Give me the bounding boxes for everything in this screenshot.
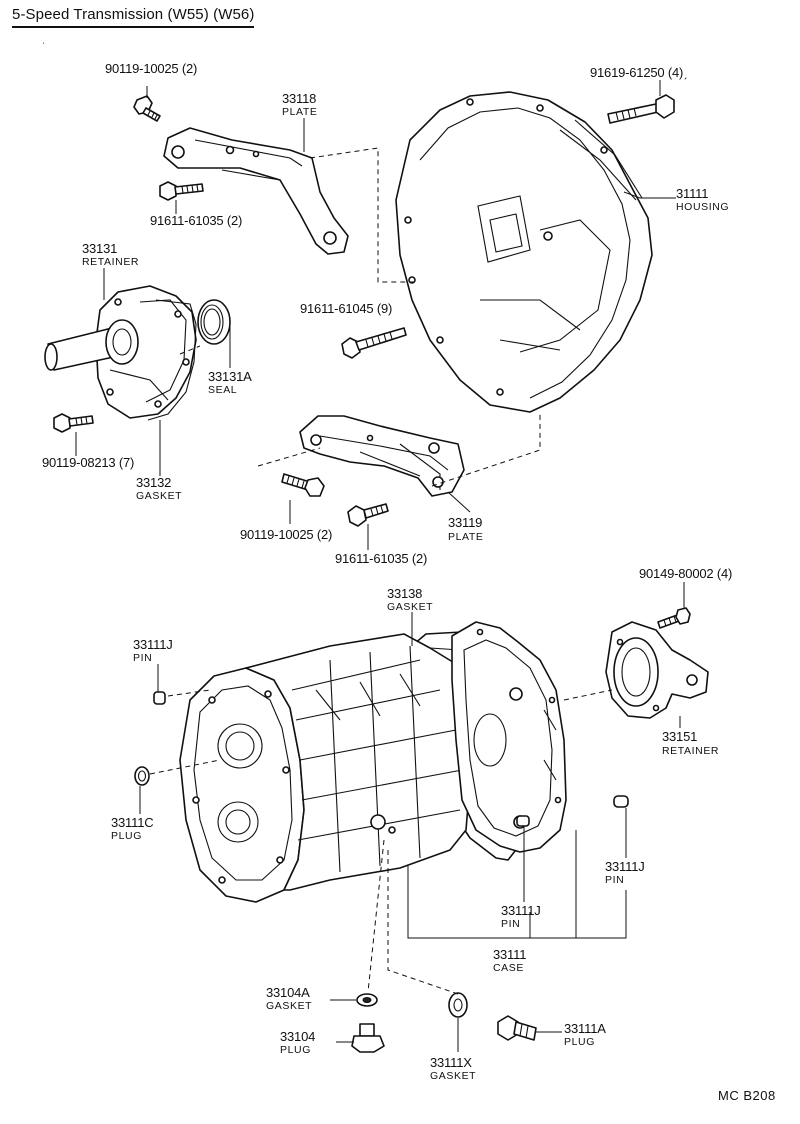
bolt-91611-61035-upper[interactable] [159, 181, 204, 201]
part-number-label: 91619-61250 (4)ˏ [590, 65, 688, 80]
part-number-label: 33132 [136, 475, 172, 490]
title-tick-mark: ˌ [42, 34, 46, 45]
part-name-label: CASE [493, 962, 524, 974]
part-number-label: 33138 [387, 586, 423, 601]
page-title: 5-Speed Transmission (W55) (W56) [12, 6, 255, 28]
part-number-label: 33111J [133, 637, 173, 652]
part-name-label: PLATE [448, 531, 484, 543]
part-number-label: 33151 [662, 729, 698, 744]
part-number-label: 33104A [266, 985, 310, 1000]
part-name-label: PLUG [280, 1044, 311, 1056]
part-name-label: PIN [133, 652, 153, 664]
pin-33111J-middle[interactable] [516, 815, 530, 827]
gasket-33111X[interactable] [448, 992, 468, 1018]
part-name-label: PLUG [564, 1036, 595, 1048]
plug-33104[interactable] [351, 1023, 385, 1053]
part-name-label: HOUSING [676, 201, 730, 213]
part-name-label: PLUG [111, 830, 142, 842]
part-number-label: 33119 [448, 515, 483, 530]
part-number-label: 31111 [676, 186, 709, 201]
part-number-label: 91611-61045 (9) [300, 301, 393, 316]
leader-lines [75, 80, 685, 1052]
case-33111[interactable] [179, 621, 567, 903]
gasket-33132[interactable] [147, 299, 197, 421]
part-number-label: 33131A [208, 369, 252, 384]
plate-33118[interactable] [163, 127, 349, 255]
part-number-label: 33111 [493, 947, 527, 962]
bolt-91619-61250[interactable] [607, 94, 675, 124]
housing-31111[interactable] [395, 91, 653, 413]
part-name-label: GASKET [136, 490, 183, 502]
part-number-label: 33111J [501, 903, 541, 918]
part-name-label: SEAL [208, 384, 238, 396]
part-name-label: GASKET [266, 1000, 313, 1012]
part-name-label: RETAINER [662, 745, 720, 757]
part-number-label: 33111C [111, 815, 154, 830]
part-number-label: 33104 [280, 1029, 316, 1044]
part-number-label: 33111J [605, 859, 645, 874]
bolt-90149-80002[interactable] [657, 607, 691, 629]
part-number-label: 33111A [564, 1021, 606, 1036]
pin-33111J-right[interactable] [613, 795, 629, 808]
plate-33119[interactable] [299, 415, 465, 497]
bolt-90119-10025-lower[interactable] [281, 473, 325, 497]
retainer-33131[interactable] [44, 285, 197, 419]
part-number-label: 90149-80002 (4) [639, 566, 733, 581]
plug-33111A[interactable] [497, 1015, 537, 1041]
alignment-lines [149, 147, 613, 995]
gasket-33104A[interactable] [356, 993, 378, 1007]
plug-33111C[interactable] [134, 766, 150, 786]
part-number-label: 33131 [82, 241, 118, 256]
retainer-33151[interactable] [605, 621, 709, 719]
part-name-label: GASKET [430, 1070, 477, 1082]
diagram-code: MC B208 [718, 1088, 776, 1103]
seal-33131A[interactable] [197, 299, 231, 345]
part-number-label: 90119-10025 (2) [240, 527, 333, 542]
part-name-label: PLATE [282, 106, 318, 118]
part-number-label: 33111X [430, 1055, 472, 1070]
part-number-label: 91611-61035 (2) [335, 551, 428, 566]
bolt-90119-08213[interactable] [53, 413, 94, 433]
part-name-label: GASKET [387, 601, 434, 613]
part-number-label: 33118 [282, 91, 317, 106]
part-name-label: PIN [501, 918, 521, 930]
part-name-label: PIN [605, 874, 625, 886]
part-name-label: RETAINER [82, 256, 140, 268]
bolt-91611-61035-lower[interactable] [347, 503, 389, 527]
bolt-91611-61045[interactable] [341, 327, 407, 359]
part-number-label: 91611-61035 (2) [150, 213, 243, 228]
bolt-90119-10025-upper[interactable] [133, 95, 161, 122]
pin-33111J-left[interactable] [153, 691, 166, 705]
part-number-label: 90119-10025 (2) [105, 61, 198, 76]
part-number-label: 90119-08213 (7) [42, 455, 135, 470]
